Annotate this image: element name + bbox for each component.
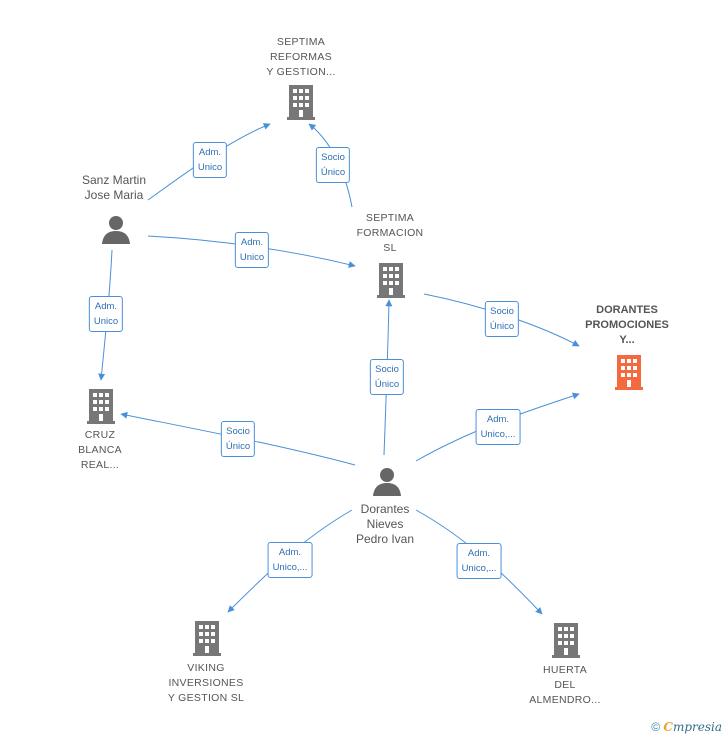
edge-label-sanz-cruz-blanca[interactable]: Adm. Unico (88, 296, 124, 332)
brand-footer: © Cmpresia (651, 720, 722, 734)
building-icon-cruz-blanca[interactable] (87, 388, 115, 424)
edge-label-formacion-promociones[interactable]: Socio Único (484, 301, 520, 337)
building-icon-viking[interactable] (193, 620, 221, 656)
person-icon-sanz-martin[interactable] (101, 214, 131, 244)
node-label-dorantes-promociones[interactable]: DORANTES PROMOCIONES Y... (585, 304, 669, 346)
node-label-sanz-martin[interactable]: Sanz Martin Jose Maria (81, 173, 147, 202)
node-label-septima-formacion[interactable]: SEPTIMA FORMACION SL (356, 212, 424, 254)
building-icon-huerta[interactable] (552, 622, 580, 658)
node-label-septima-reformas[interactable]: SEPTIMA REFORMAS Y GESTION... (266, 36, 336, 78)
edge-label-nieves-viking[interactable]: Adm. Unico,... (267, 542, 313, 578)
copyright-symbol: © (651, 720, 661, 734)
edge-label-formacion-reformas[interactable]: Socio Único (315, 147, 351, 183)
edge-label-nieves-cruz-blanca[interactable]: Socio Único (220, 421, 256, 457)
node-label-huerta[interactable]: HUERTA DEL ALMENDRO... (529, 664, 601, 706)
person-icon-dorantes-nieves[interactable] (372, 466, 402, 496)
edge-label-sanz-formacion[interactable]: Adm. Unico (234, 232, 270, 268)
node-label-viking[interactable]: VIKING INVERSIONES Y GESTION SL (167, 662, 245, 704)
brand-logo-text: mpresia (672, 720, 722, 734)
edge-label-sanz-septima-reformas[interactable]: Adm. Unico (192, 142, 228, 178)
node-label-dorantes-nieves[interactable]: Dorantes Nieves Pedro Ivan (355, 502, 415, 546)
edge-label-nieves-promociones[interactable]: Adm. Unico,... (475, 409, 521, 445)
edge-label-nieves-formacion[interactable]: Socio Único (369, 359, 405, 395)
node-label-cruz-blanca[interactable]: CRUZ BLANCA REAL... (78, 429, 122, 471)
building-icon-dorantes-promociones[interactable] (614, 354, 644, 390)
edge-label-nieves-huerta[interactable]: Adm. Unico,... (456, 543, 502, 579)
building-icon-septima-formacion[interactable] (377, 262, 405, 298)
building-icon-septima-reformas[interactable] (287, 84, 315, 120)
brand-logo-letter: C (663, 720, 673, 734)
